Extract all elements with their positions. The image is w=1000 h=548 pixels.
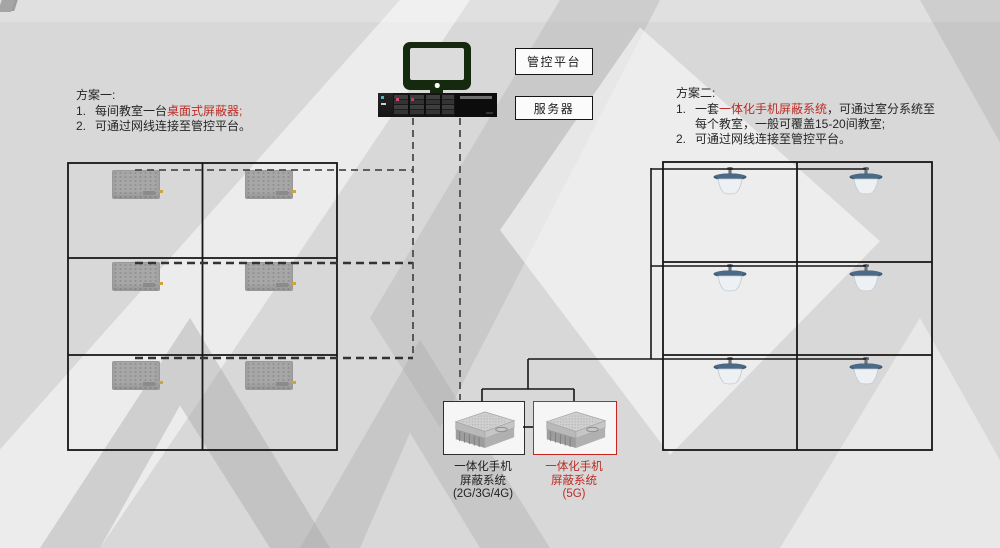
jammer-unit-5g-label: 一体化手机 屏蔽系统 (5G) xyxy=(545,461,603,500)
desktop-jammer-icon xyxy=(112,170,163,199)
server-label: 服务器 xyxy=(533,101,575,116)
scheme2-title: 方案二: xyxy=(676,86,716,100)
ceiling-antenna-icon xyxy=(849,264,883,292)
scheme2-notes: 方案二: 1. 一套一体化手机屏蔽系统，可通过室分系统至 每个教室，一般可覆盖1… xyxy=(676,86,986,147)
scheme2-item-1: 1. 一套一体化手机屏蔽系统，可通过室分系统至 每个教室，一般可覆盖15-20间… xyxy=(676,102,936,131)
scheme2-item-1-highlight: 一体化手机屏蔽系统 xyxy=(719,102,828,116)
server-front-panel xyxy=(378,93,393,117)
scheme1-title: 方案一: xyxy=(76,88,116,102)
scheme1-notes: 方案一: 1. 每间教室一台桌面式屏蔽器; 2. 可通过网线连接至管控平台。 xyxy=(76,88,376,134)
monitor-power-dot xyxy=(434,83,440,88)
platform-label: 管控平台 xyxy=(526,55,581,69)
ceiling-antenna-icon xyxy=(713,264,747,292)
scheme1-item-1-highlight: 桌面式屏蔽器; xyxy=(167,104,243,118)
desktop-jammer-icon xyxy=(112,262,163,291)
scheme2-item-2: 2. 可通过网线连接至管控平台。 xyxy=(676,132,852,146)
jammer-unit-4g-box xyxy=(443,401,525,455)
scheme2-item-1-line2: 每个教室，一般可覆盖15-20间教室; xyxy=(695,117,886,131)
ceiling-antenna-icon xyxy=(849,357,883,385)
jammer-unit-icon xyxy=(454,411,516,448)
desktop-jammer-icon xyxy=(245,170,296,199)
jammer-unit-5g-box xyxy=(533,401,617,455)
ceiling-antenna-icon xyxy=(713,357,747,385)
scheme1-item-2: 2. 可通过网线连接至管控平台。 xyxy=(76,119,252,133)
server-drive-bays xyxy=(394,95,454,115)
server-icon xyxy=(378,93,497,117)
jammer-unit-icon xyxy=(545,411,607,448)
monitor-icon xyxy=(403,42,471,90)
desktop-jammer-icon xyxy=(112,361,163,390)
ceiling-antenna-icon xyxy=(713,167,747,195)
monitor-stand xyxy=(430,88,443,96)
jammer-unit-4g-label: 一体化手机 屏蔽系统 (2G/3G/4G) xyxy=(452,461,514,500)
desktop-jammer-icon xyxy=(245,262,296,291)
ceiling-antenna-icon xyxy=(849,167,883,195)
platform-label-box: 管控平台 xyxy=(515,48,593,75)
server-optical-bay xyxy=(455,93,497,117)
desktop-jammer-icon xyxy=(245,361,296,390)
server-label-box: 服务器 xyxy=(515,96,593,120)
monitor-screen xyxy=(410,48,464,80)
scheme1-item-1: 1. 每间教室一台桌面式屏蔽器; xyxy=(76,104,243,118)
